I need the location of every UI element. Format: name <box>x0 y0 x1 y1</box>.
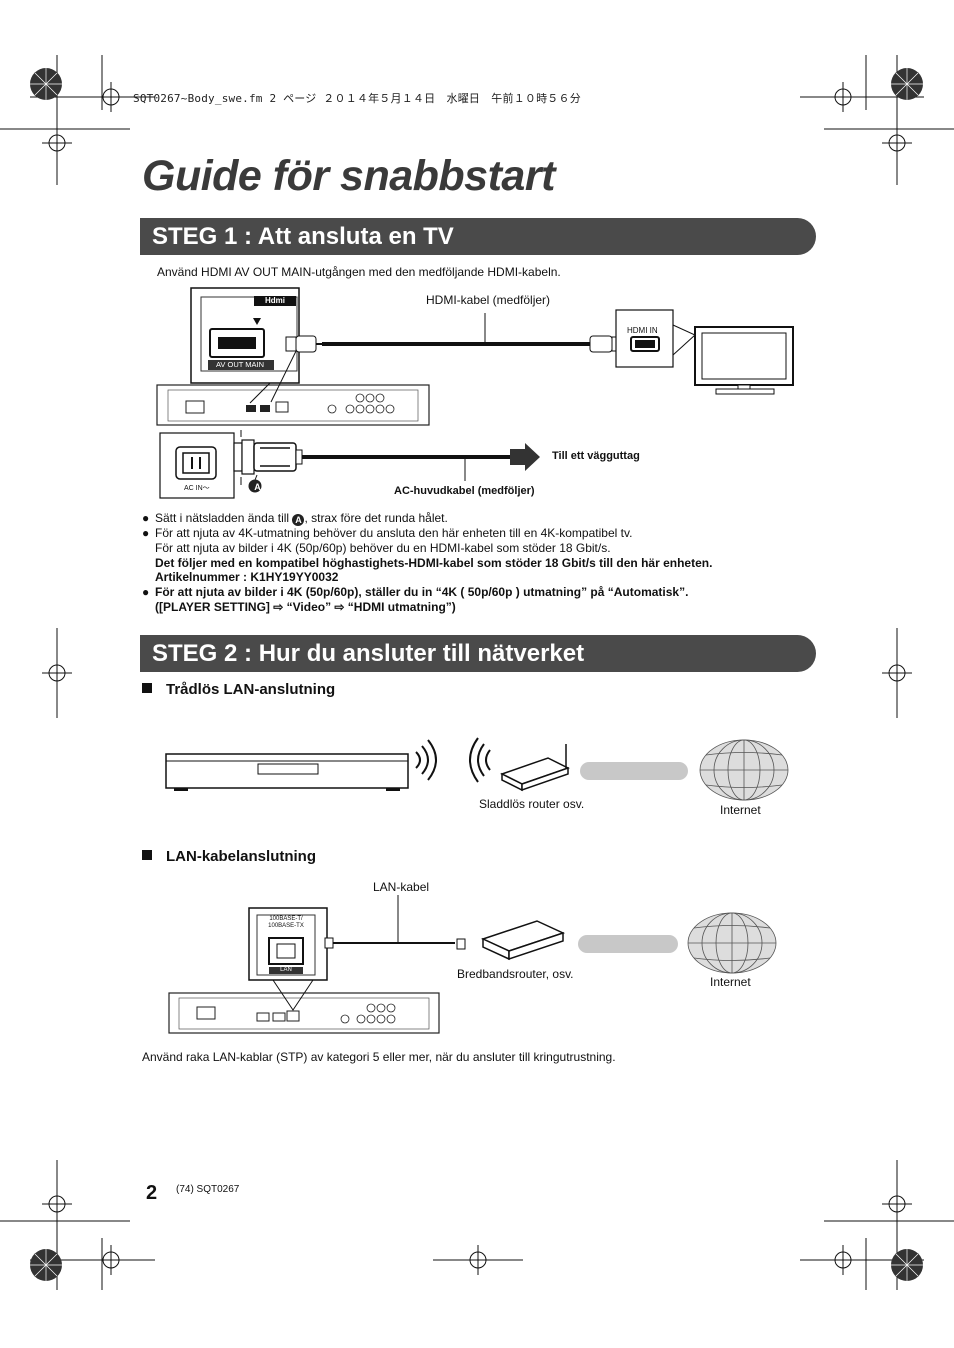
av-out-main-label: AV OUT MAIN <box>215 360 265 369</box>
hdmi-logo-icon <box>254 296 296 306</box>
document-ref: (74) SQT0267 <box>176 1184 240 1195</box>
wall-outlet-label: Till ett vägguttag <box>552 450 640 462</box>
note-3: ●För att njuta av bilder i 4K (50p/60p),… <box>142 585 689 600</box>
globe-icon <box>687 912 777 974</box>
step2-heading: STEG 2 : Hur du ansluter till nätverket <box>140 635 816 672</box>
wireless-router-label: Sladdlös router osv. <box>479 797 585 811</box>
step1-heading: STEG 1 : Att ansluta en TV <box>140 218 816 255</box>
hdmi-logo-text: Hdmi <box>265 296 285 305</box>
note-1: ●Sätt i nätsladden ända till A, strax fö… <box>142 511 448 526</box>
broadband-router-label: Bredbandsrouter, osv. <box>457 967 574 981</box>
broadband-router-icon <box>480 920 566 961</box>
arrow-down-icon <box>253 318 261 325</box>
connection-bar <box>578 935 678 953</box>
file-info-header: SQT0267~Body_swe.fm 2 ページ ２０１４年５月１４日 水曜日… <box>133 92 581 105</box>
ac-cable-label: AC-huvudkabel (medföljer) <box>394 485 535 497</box>
hdmi-in-label: HDMI IN <box>627 326 658 335</box>
step1-intro: Använd HDMI AV OUT MAIN-utgången med den… <box>157 265 561 279</box>
tv-connection-diagram <box>156 287 794 499</box>
router-icon <box>500 744 570 792</box>
lan-cable-label: LAN-kabel <box>373 880 430 894</box>
page-number: 2 <box>146 1182 158 1204</box>
wireless-internet-label: Internet <box>720 803 761 817</box>
step1-notes: ●Sätt i nätsladden ända till A, strax fö… <box>142 511 713 614</box>
marker-a-inline: A <box>292 514 305 526</box>
wired-internet-label: Internet <box>710 975 751 989</box>
wired-diagram <box>168 895 777 1034</box>
wireless-heading: Trådlös LAN-anslutning <box>142 681 335 698</box>
globe-icon <box>699 739 789 801</box>
ac-in-label: AC IN～ <box>184 485 210 492</box>
marker-a-text: A <box>254 482 261 492</box>
wireless-diagram <box>165 737 789 801</box>
hdmi-cable-label: HDMI-kabel (medföljer) <box>426 293 551 307</box>
lan-cable-note: Använd raka LAN-kablar (STP) av kategori… <box>142 1050 616 1064</box>
note-2: ●För att njuta av 4K-utmatning behöver d… <box>142 526 633 540</box>
marker-a-icon <box>248 479 262 493</box>
wired-heading: LAN-kabelanslutning <box>142 848 316 865</box>
lan-port-name: LAN <box>280 967 292 973</box>
connection-bar <box>580 762 688 780</box>
page-title: Guide för snabbstart <box>142 152 555 200</box>
arrow-right-icon <box>510 443 540 471</box>
lan-port-spec: 100BASE-T/100BASE-TX <box>268 916 304 929</box>
wifi-icon <box>415 737 491 783</box>
